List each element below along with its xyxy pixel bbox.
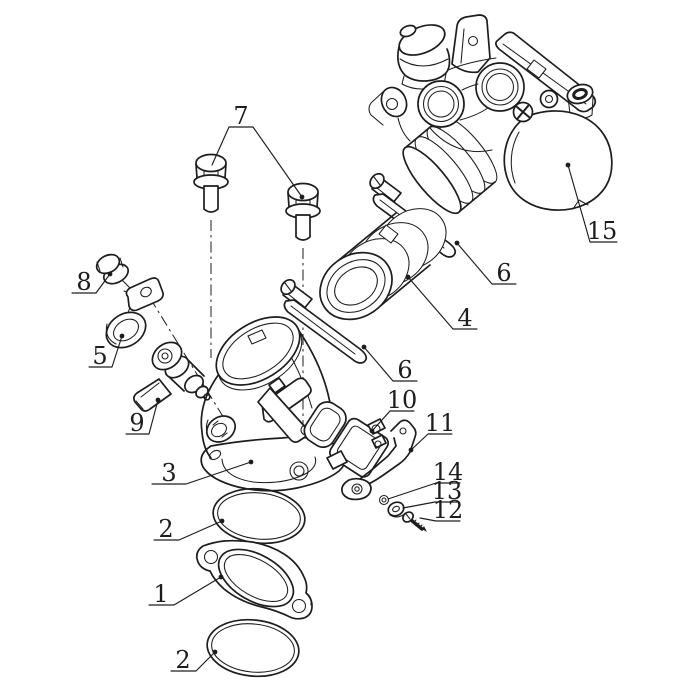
throttle-body-assembly bbox=[368, 14, 613, 215]
leader-dot bbox=[369, 428, 375, 434]
o-ring-upper bbox=[212, 487, 306, 545]
leader-dot bbox=[212, 649, 218, 655]
intake-boot bbox=[319, 208, 447, 321]
leader-dot bbox=[248, 459, 254, 465]
leader-line bbox=[125, 399, 159, 435]
sensor-bolt bbox=[95, 253, 132, 294]
leader-line bbox=[402, 501, 460, 509]
callout-label-6: 6 bbox=[397, 356, 412, 384]
callout-label-8: 8 bbox=[76, 268, 91, 296]
leader-dot bbox=[361, 344, 367, 350]
callout-label-2: 2 bbox=[158, 515, 173, 543]
callout-label-3: 3 bbox=[161, 459, 176, 487]
callout-label-10: 10 bbox=[387, 386, 418, 414]
leader-line bbox=[371, 410, 415, 432]
leader-line bbox=[387, 482, 461, 500]
flange-bolts bbox=[193, 153, 321, 241]
callout-label-4: 4 bbox=[457, 304, 472, 332]
callout-label-9: 9 bbox=[129, 409, 144, 437]
callout-label-11: 11 bbox=[425, 409, 456, 437]
callout-label-13: 13 bbox=[432, 477, 463, 505]
leader-line bbox=[211, 126, 303, 198]
leader-dot bbox=[219, 518, 225, 524]
callout-label-1: 1 bbox=[153, 580, 168, 608]
leader-dot bbox=[454, 240, 460, 246]
leader-line bbox=[410, 433, 453, 451]
gasket bbox=[195, 539, 313, 620]
leader-dot bbox=[107, 271, 113, 277]
leader-line bbox=[153, 520, 223, 541]
callout-label-2: 2 bbox=[175, 646, 190, 674]
intake-manifold bbox=[200, 316, 347, 492]
callout-label-12: 12 bbox=[433, 496, 464, 524]
leader-line bbox=[88, 335, 123, 368]
leader-line bbox=[71, 273, 111, 294]
washer-nut bbox=[387, 501, 405, 518]
leader-dot bbox=[405, 274, 411, 280]
leader-dot bbox=[299, 194, 305, 200]
leader-line bbox=[419, 517, 461, 522]
leader-dot bbox=[218, 574, 224, 580]
leader-line bbox=[148, 576, 222, 606]
sensor-holder bbox=[105, 277, 164, 349]
leader-line bbox=[567, 164, 618, 243]
callout-label-6: 6 bbox=[496, 259, 511, 287]
leader-dot bbox=[119, 333, 125, 339]
callout-label-15: 15 bbox=[587, 217, 618, 245]
leader-line bbox=[456, 242, 517, 285]
leader-line bbox=[363, 346, 418, 382]
leader-dot bbox=[565, 162, 571, 168]
leader-dot bbox=[408, 447, 414, 453]
callout-label-7: 7 bbox=[233, 102, 248, 130]
screw bbox=[402, 511, 427, 532]
o-ring-lower bbox=[206, 618, 300, 678]
sensor-bracket bbox=[341, 419, 417, 501]
map-sensor bbox=[303, 401, 389, 478]
leader-line bbox=[170, 651, 216, 672]
clamp-lower bbox=[280, 278, 368, 364]
snap-ring bbox=[378, 494, 390, 506]
leader-line bbox=[407, 276, 478, 330]
fuel-injector bbox=[133, 341, 211, 412]
leader-line bbox=[151, 461, 252, 485]
callout-label-14: 14 bbox=[433, 458, 464, 486]
leader-dot bbox=[155, 397, 161, 403]
callout-label-5: 5 bbox=[92, 342, 107, 370]
